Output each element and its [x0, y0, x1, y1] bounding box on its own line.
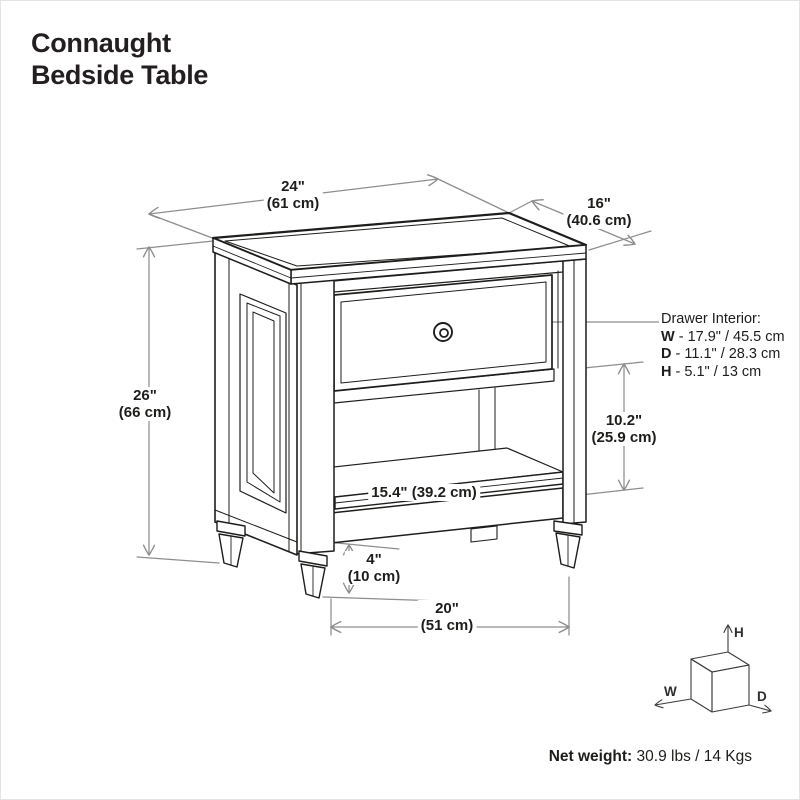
- depth-axis-arrow: [748, 704, 772, 714]
- depth-dimension-label: 16" (40.6 cm): [563, 195, 635, 229]
- width-inches: 24": [281, 178, 305, 195]
- front-left-stile: [293, 279, 335, 555]
- drawer-knob-center: [439, 328, 449, 338]
- height-cm: (66 cm): [118, 404, 172, 421]
- front-right-stile: [562, 258, 587, 525]
- shelf-depth-value: 15.4" (39.2 cm): [371, 484, 477, 501]
- axis-label-h: H: [734, 625, 744, 640]
- net-weight-label: Net weight:: [548, 748, 633, 765]
- net-weight-value: 30.9 lbs / 14 Kgs: [632, 748, 752, 765]
- depth-inches: 16": [587, 195, 611, 212]
- left-side-panel: [214, 251, 298, 556]
- width-axis-arrow: [654, 698, 692, 709]
- leg-span-label: 20" (51 cm): [417, 600, 477, 634]
- legs: [216, 520, 583, 599]
- axis-label-d: D: [757, 689, 767, 704]
- height-dimension-label: 26" (66 cm): [115, 387, 175, 421]
- leg-span-inches: 20": [435, 600, 459, 617]
- leg-height-cm: (10 cm): [347, 568, 401, 585]
- shelf-depth-label: 15.4" (39.2 cm): [368, 484, 480, 501]
- interior-back-post: [478, 387, 496, 452]
- drawer-interior-width: W - 17.9" / 45.5 cm: [661, 328, 785, 345]
- tabletop: [211, 211, 588, 285]
- leg-height-inches: 4": [366, 551, 382, 568]
- product-name-line2: Bedside Table: [31, 60, 209, 90]
- opening-height-label: 10.2" (25.9 cm): [588, 412, 660, 446]
- drawer-interior-depth: D - 11.1" / 28.3 cm: [661, 346, 781, 362]
- drawer: [333, 274, 553, 392]
- product-name-line1: Connaught: [31, 28, 171, 58]
- page-title: Connaught Bedside Table: [31, 27, 208, 91]
- depth-cm: (40.6 cm): [566, 212, 632, 229]
- opening-inches: 10.2": [605, 412, 643, 429]
- leg-height-label: 4" (10 cm): [344, 551, 404, 585]
- leg-span-cm: (51 cm): [420, 617, 474, 634]
- drawer-interior-note: Drawer Interior: W - 17.9" / 45.5 cm D -…: [659, 311, 787, 381]
- back-right-leg-top: [470, 525, 498, 543]
- drawer-interior-heading: Drawer Interior:: [661, 311, 761, 327]
- height-inches: 26": [133, 387, 157, 404]
- table-drawing: [211, 211, 588, 599]
- width-dimension-label: 24" (61 cm): [263, 178, 323, 212]
- width-cm: (61 cm): [266, 195, 320, 212]
- drawer-interior-height: H - 5.1" / 13 cm: [661, 363, 762, 380]
- opening-cm: (25.9 cm): [591, 429, 657, 446]
- cube-axis-icon: [654, 624, 772, 714]
- drawer-knob-icon: [433, 322, 453, 342]
- net-weight: Net weight: 30.9 lbs / 14 Kgs: [549, 748, 752, 766]
- axis-label-w: W: [664, 684, 677, 699]
